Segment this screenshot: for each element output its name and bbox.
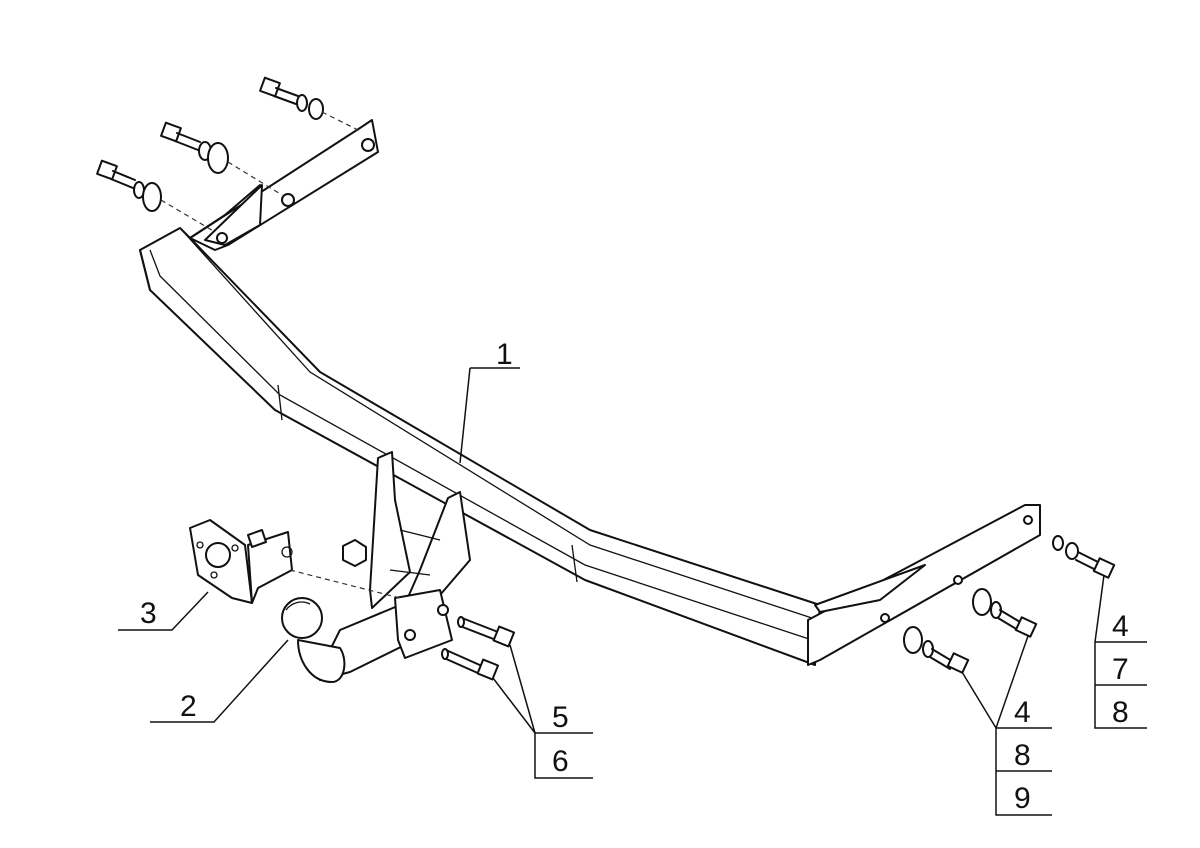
callout-right-lower-9: 9 — [1014, 782, 1031, 815]
left-bolt-top — [259, 76, 363, 133]
left-bolt-middle — [160, 121, 283, 196]
callout-right-upper-4: 4 — [1112, 610, 1129, 643]
callout-right-lower-8: 8 — [1014, 739, 1031, 772]
ball-mount-bolt-lower — [441, 648, 500, 681]
left-bolt-bottom — [96, 159, 216, 233]
ball-mount-bolt-upper — [457, 616, 516, 648]
callout-5: 5 — [552, 701, 569, 734]
right-bracket — [807, 504, 1041, 666]
ball-nut — [289, 539, 401, 599]
right-bolt-middle — [972, 588, 1038, 638]
callout-right-lower-4: 4 — [1014, 696, 1031, 729]
callout-1: 1 — [496, 338, 513, 371]
left-bracket — [189, 119, 379, 251]
callout-3: 3 — [140, 597, 157, 630]
ball-mount — [281, 589, 453, 683]
callout-2: 2 — [180, 690, 197, 723]
socket-plate — [189, 519, 293, 604]
callout-right-upper-8: 8 — [1112, 696, 1129, 729]
right-bolt-lower — [903, 626, 970, 674]
right-bolt-upper — [1052, 535, 1116, 579]
callout-6: 6 — [552, 745, 569, 778]
callout-right-upper-7: 7 — [1112, 653, 1129, 686]
leader-lines — [118, 367, 1147, 816]
